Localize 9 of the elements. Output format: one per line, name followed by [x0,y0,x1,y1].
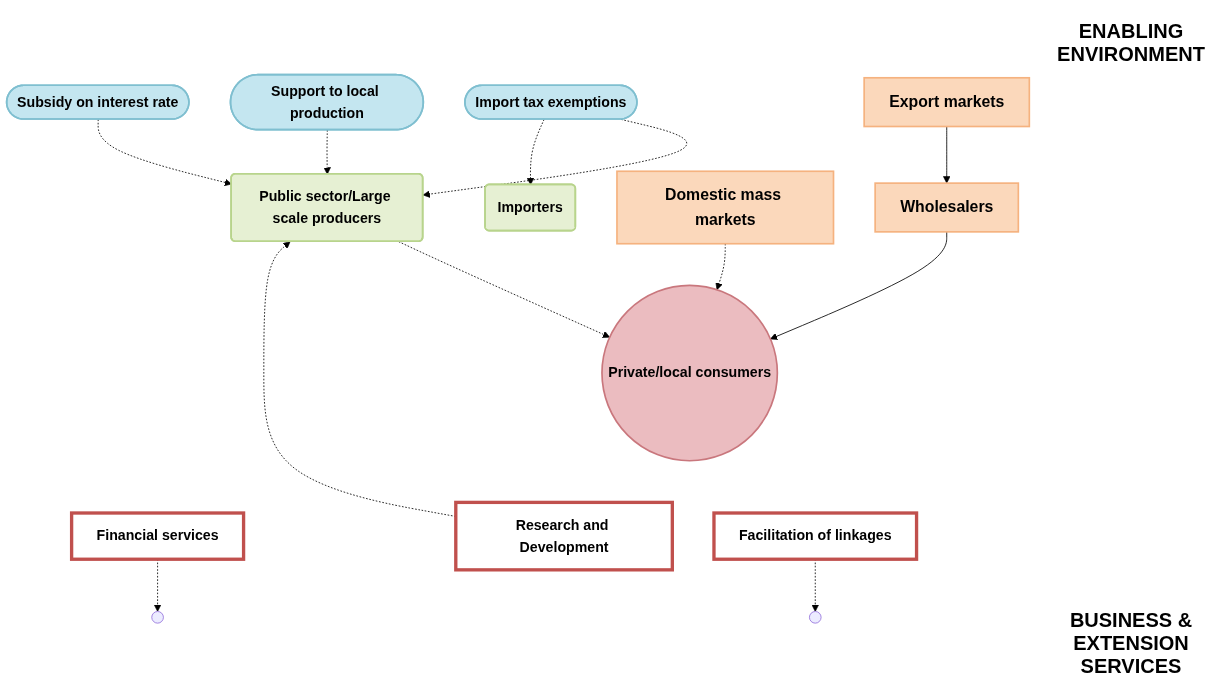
section-label: ENABLING ENVIRONMENT [1056,20,1206,66]
node-circle: Private/local consumers [601,284,779,462]
section-label: BUSINESS & EXTENSION SERVICES [1068,609,1194,678]
node-box: Research and Development [454,500,674,572]
node-box: Financial services [69,511,246,561]
node-box: Domestic mass markets [616,170,835,245]
node-box: Wholesalers [874,182,1020,233]
node-box: Facilitation of linkages [712,511,919,561]
node-box: Export markets [863,77,1031,128]
